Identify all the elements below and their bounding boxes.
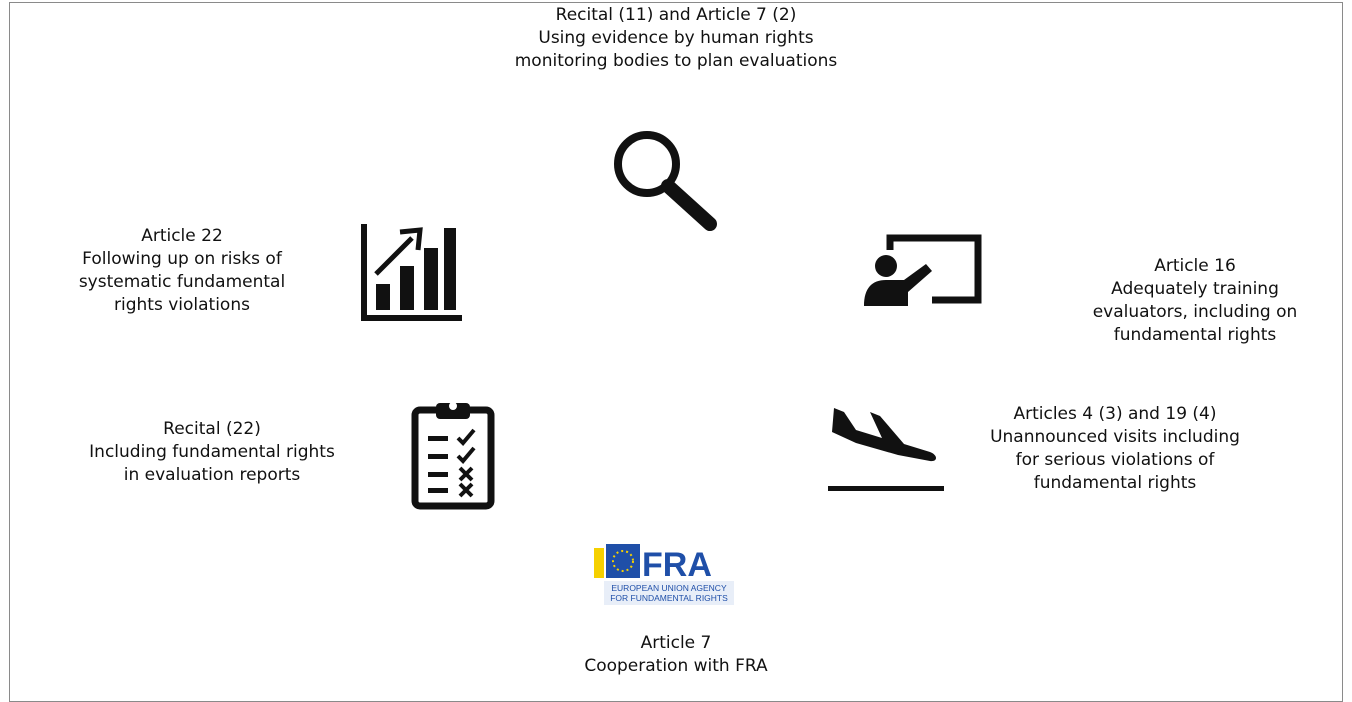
label-line: Adequately training (1111, 279, 1279, 299)
label-left-lower: Recital (22) Including fundamental right… (62, 418, 362, 487)
label-line: Article 7 (640, 633, 712, 653)
label-line: fundamental rights (1033, 473, 1197, 493)
label-line: systematic fundamental (78, 272, 286, 292)
fra-logo-line2: FOR FUNDAMENTAL RIGHTS (610, 593, 728, 603)
label-line: Following up on risks of (82, 249, 282, 269)
label-line: fundamental rights (1113, 325, 1277, 345)
label-line: Articles 4 (3) and 19 (4) (1013, 404, 1217, 424)
bar-chart-trend-icon (360, 222, 464, 322)
label-bottom: Article 7 Cooperation with FRA (526, 632, 826, 678)
label-line: Including fundamental rights (89, 442, 335, 462)
label-line: monitoring bodies to plan evaluations (514, 51, 838, 71)
fra-logo: FRA EUROPEAN UNION AGENCY FOR FUNDAMENTA… (594, 540, 744, 608)
label-line: Unannounced visits including (990, 427, 1240, 447)
plane-landing-icon (826, 398, 946, 494)
label-line: rights violations (114, 295, 250, 315)
fra-logo-line1: EUROPEAN UNION AGENCY (611, 583, 727, 593)
label-line: Cooperation with FRA (584, 656, 768, 676)
label-line: for serious violations of (1015, 450, 1215, 470)
clipboard-checklist-icon (410, 400, 496, 510)
label-line: Article 22 (141, 226, 223, 246)
magnifier-icon (610, 128, 730, 234)
label-left-upper: Article 22 Following up on risks of syst… (42, 225, 322, 317)
teacher-board-icon (862, 234, 986, 310)
label-line: Recital (22) (163, 419, 261, 439)
label-line: in evaluation reports (123, 465, 301, 485)
label-line: Recital (11) and Article 7 (2) (555, 5, 797, 25)
label-top: Recital (11) and Article 7 (2) Using evi… (476, 4, 876, 73)
label-right-upper: Article 16 Adequately training evaluator… (1085, 255, 1305, 347)
label-line: evaluators, including on (1092, 302, 1298, 322)
fra-wordmark: FRA (642, 546, 712, 584)
label-line: Using evidence by human rights (538, 28, 814, 48)
label-right-lower: Articles 4 (3) and 19 (4) Unannounced vi… (965, 403, 1265, 495)
label-line: Article 16 (1154, 256, 1236, 276)
